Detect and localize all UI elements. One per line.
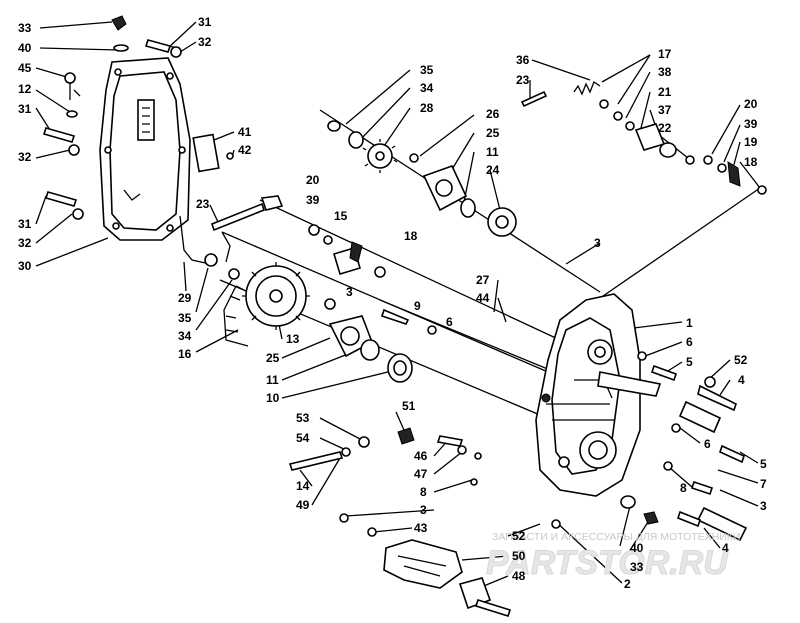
callout-27: 27 bbox=[476, 273, 490, 287]
callout-42: 42 bbox=[238, 143, 252, 157]
watermark: ЗАПЧАСТИ И АКСЕССУАРЫ ДЛЯ МОТОТЕХНИКИ PA… bbox=[486, 531, 741, 583]
main-gear-case bbox=[535, 293, 641, 497]
callout-31: 31 bbox=[18, 102, 32, 116]
callout-14: 14 bbox=[296, 479, 310, 493]
callout-43: 43 bbox=[414, 521, 428, 535]
callout-52: 52 bbox=[734, 353, 748, 367]
callout-35: 35 bbox=[420, 63, 434, 77]
callout-15: 15 bbox=[334, 209, 348, 223]
callout-36: 36 bbox=[516, 53, 530, 67]
callout-33: 33 bbox=[630, 560, 644, 574]
callout-50: 50 bbox=[512, 549, 526, 563]
callout-24: 24 bbox=[486, 163, 500, 177]
callout-44: 44 bbox=[476, 291, 490, 305]
callout-8: 8 bbox=[680, 481, 687, 495]
callout-35: 35 bbox=[178, 311, 192, 325]
callout-6: 6 bbox=[686, 335, 693, 349]
callout-21: 21 bbox=[658, 85, 672, 99]
callout-31: 31 bbox=[18, 217, 32, 231]
callout-25: 25 bbox=[486, 126, 500, 140]
callout-28: 28 bbox=[420, 101, 434, 115]
watermark-caption: ЗАПЧАСТИ И АКСЕССУАРЫ ДЛЯ МОТОТЕХНИКИ bbox=[492, 531, 740, 543]
bottom-bracket bbox=[383, 519, 561, 617]
callout-6: 6 bbox=[704, 437, 711, 451]
callout-17: 17 bbox=[658, 47, 672, 61]
callout-23: 23 bbox=[196, 197, 210, 211]
callout-11: 11 bbox=[486, 145, 499, 159]
callout-38: 38 bbox=[658, 65, 672, 79]
callout-34: 34 bbox=[420, 81, 434, 95]
callout-4: 4 bbox=[738, 373, 745, 387]
callout-12: 12 bbox=[18, 82, 32, 96]
callout-3: 3 bbox=[420, 503, 427, 517]
gear-case-cover bbox=[99, 57, 191, 241]
callout-31: 31 bbox=[198, 15, 212, 29]
callout-33: 33 bbox=[18, 21, 32, 35]
callout-34: 34 bbox=[178, 329, 192, 343]
callout-3: 3 bbox=[346, 285, 353, 299]
callout-1: 1 bbox=[686, 316, 693, 330]
callout-9: 9 bbox=[414, 299, 421, 313]
callout-46: 46 bbox=[414, 449, 428, 463]
callout-54: 54 bbox=[296, 431, 310, 445]
callout-48: 48 bbox=[512, 569, 526, 583]
callout-29: 29 bbox=[178, 291, 192, 305]
callout-49: 49 bbox=[296, 498, 310, 512]
watermark-logo: PARTSTOR.RU bbox=[486, 544, 729, 582]
callout-8: 8 bbox=[420, 485, 427, 499]
bearing-plate-upper bbox=[409, 153, 517, 237]
lower-left-hardware bbox=[288, 427, 482, 537]
callout-32: 32 bbox=[18, 150, 32, 164]
callout-39: 39 bbox=[306, 193, 320, 207]
callout-20: 20 bbox=[744, 97, 758, 111]
callout-13: 13 bbox=[286, 332, 300, 346]
callout-40: 40 bbox=[630, 541, 644, 555]
callout-10: 10 bbox=[266, 391, 280, 405]
callout-40: 40 bbox=[18, 41, 32, 55]
tensioner-block bbox=[308, 224, 386, 278]
callout-26: 26 bbox=[486, 107, 500, 121]
right-shafts bbox=[597, 351, 748, 542]
callout-4: 4 bbox=[722, 541, 729, 555]
callout-11: 11 bbox=[266, 373, 279, 387]
callout-39: 39 bbox=[744, 117, 758, 131]
callout-3: 3 bbox=[760, 499, 767, 513]
callout-53: 53 bbox=[296, 411, 310, 425]
callout-25: 25 bbox=[266, 351, 280, 365]
cover-hardware bbox=[42, 15, 234, 220]
callout-23: 23 bbox=[516, 73, 530, 87]
callout-3: 3 bbox=[594, 236, 601, 250]
chain-and-sprocket bbox=[179, 195, 310, 347]
callout-32: 32 bbox=[198, 35, 212, 49]
callout-47: 47 bbox=[414, 467, 428, 481]
upper-sprocket bbox=[327, 120, 398, 173]
callout-5: 5 bbox=[686, 355, 693, 369]
callout-20: 20 bbox=[306, 173, 320, 187]
callout-51: 51 bbox=[402, 399, 416, 413]
linkage-assembly bbox=[520, 81, 767, 195]
callout-22: 22 bbox=[658, 121, 672, 135]
callout-18: 18 bbox=[744, 155, 758, 169]
callout-2: 2 bbox=[624, 577, 631, 591]
callout-45: 45 bbox=[18, 61, 32, 75]
bearing-plate-lower bbox=[324, 298, 437, 383]
callout-18: 18 bbox=[404, 229, 418, 243]
callout-52: 52 bbox=[512, 529, 526, 543]
callout-7: 7 bbox=[760, 477, 767, 491]
callout-labels: 33 40 45 12 31 32 31 32 30 31 32 41 42 2… bbox=[18, 15, 767, 591]
callout-6: 6 bbox=[446, 315, 453, 329]
callout-16: 16 bbox=[178, 347, 192, 361]
callout-19: 19 bbox=[744, 135, 758, 149]
callout-37: 37 bbox=[658, 103, 672, 117]
callout-32: 32 bbox=[18, 236, 32, 250]
callout-5: 5 bbox=[760, 457, 767, 471]
callout-41: 41 bbox=[238, 125, 252, 139]
callout-30: 30 bbox=[18, 259, 32, 273]
